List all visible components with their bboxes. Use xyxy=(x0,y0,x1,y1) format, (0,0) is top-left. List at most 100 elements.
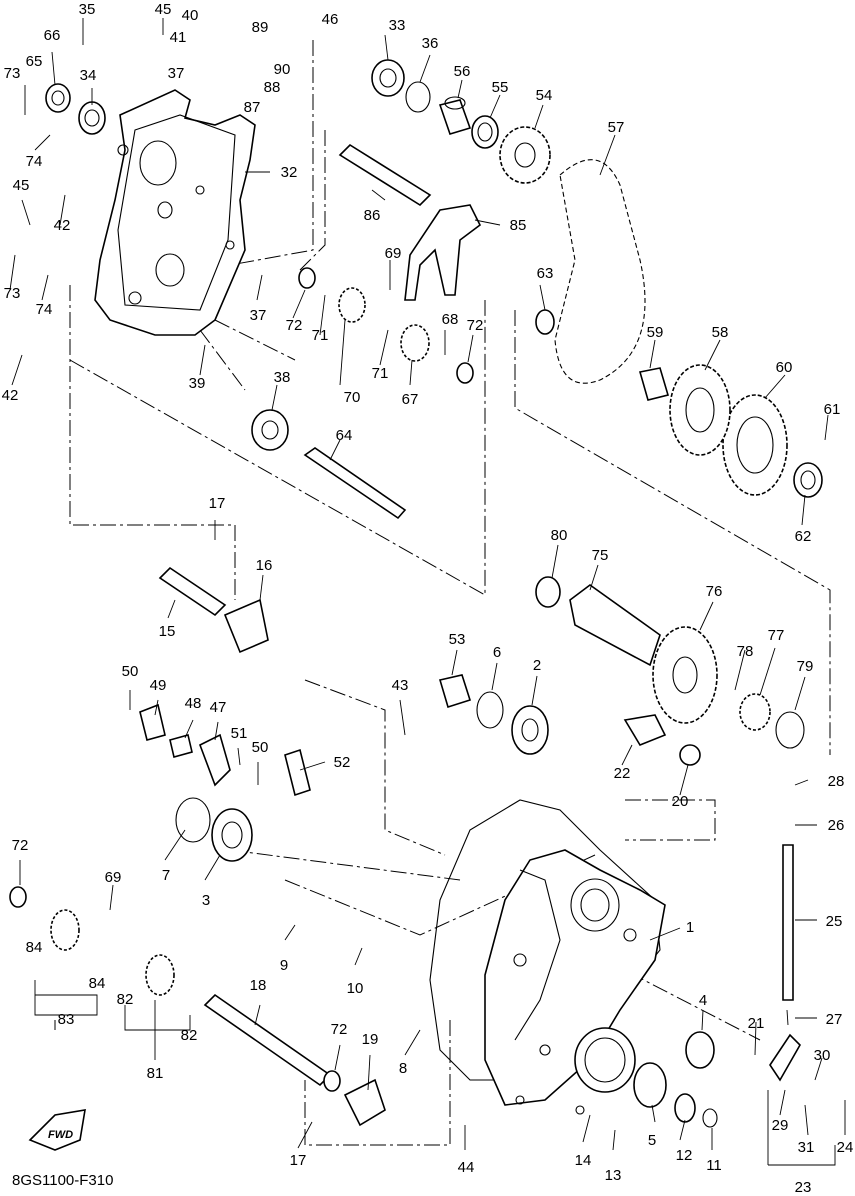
washer-72-mid xyxy=(456,362,474,384)
circlip-79 xyxy=(775,711,805,749)
callout-2: 2 xyxy=(533,657,541,674)
callout-52: 52 xyxy=(334,754,351,771)
callout-42-bottom: 42 xyxy=(2,387,19,404)
part-22 xyxy=(623,714,667,746)
callout-8: 8 xyxy=(399,1060,407,1077)
bearing-38 xyxy=(251,409,289,451)
callout-28: 28 xyxy=(828,773,845,790)
callout-62: 62 xyxy=(795,528,812,545)
callout-73-top: 73 xyxy=(4,65,21,82)
callout-19: 19 xyxy=(362,1031,379,1048)
callout-54: 54 xyxy=(536,87,553,104)
bearing-3 xyxy=(211,808,253,862)
shaft-86 xyxy=(338,143,432,207)
callout-48: 48 xyxy=(185,695,202,712)
callout-88: 88 xyxy=(264,79,281,96)
callout-43: 43 xyxy=(392,677,409,694)
callout-75: 75 xyxy=(592,547,609,564)
callout-49: 49 xyxy=(150,677,167,694)
callout-83: 83 xyxy=(58,1011,75,1028)
shift-fork-85 xyxy=(404,204,482,301)
callout-33: 33 xyxy=(389,17,406,34)
bearing-80 xyxy=(535,576,561,608)
callout-6: 6 xyxy=(493,644,501,661)
callout-27: 27 xyxy=(826,1011,843,1028)
callout-72-d: 72 xyxy=(331,1021,348,1038)
callout-90: 90 xyxy=(274,61,291,78)
callout-9: 9 xyxy=(280,957,288,974)
gear-60 xyxy=(722,394,788,496)
callout-35: 35 xyxy=(79,1,96,18)
callout-57: 57 xyxy=(608,119,625,136)
callout-71-a: 71 xyxy=(312,327,329,344)
left-case-cover xyxy=(94,89,256,336)
callout-12: 12 xyxy=(676,1147,693,1164)
callout-69-top: 69 xyxy=(385,245,402,262)
callout-23: 23 xyxy=(795,1179,812,1196)
callout-77: 77 xyxy=(768,627,785,644)
callout-66: 66 xyxy=(44,27,61,44)
callout-68: 68 xyxy=(442,311,459,328)
gear-76 xyxy=(652,626,718,724)
callout-58: 58 xyxy=(712,324,729,341)
callout-45-top: 45 xyxy=(155,1,172,18)
parts-artwork: FWD xyxy=(9,59,823,1151)
callout-24: 24 xyxy=(837,1139,854,1156)
oil-seal-5 xyxy=(633,1062,667,1108)
callout-86: 86 xyxy=(364,207,381,224)
callout-81: 81 xyxy=(147,1065,164,1082)
callout-36: 36 xyxy=(422,35,439,52)
collar-65 xyxy=(45,83,71,113)
callout-76: 76 xyxy=(706,583,723,600)
callout-3: 3 xyxy=(202,892,210,909)
collar-53 xyxy=(438,674,472,709)
callout-69-bottom: 69 xyxy=(105,869,122,886)
callout-37-top: 37 xyxy=(168,65,185,82)
callout-65: 65 xyxy=(26,53,43,70)
callout-80: 80 xyxy=(551,527,568,544)
circlip-6 xyxy=(476,691,504,729)
callout-32: 32 xyxy=(281,164,298,181)
callout-44: 44 xyxy=(458,1159,475,1176)
part-48 xyxy=(169,734,193,758)
callout-20: 20 xyxy=(672,793,689,810)
callout-46: 46 xyxy=(322,11,339,28)
callout-31: 31 xyxy=(798,1139,815,1156)
callout-72-c: 72 xyxy=(12,837,29,854)
callout-18: 18 xyxy=(250,977,267,994)
callout-67: 67 xyxy=(402,391,419,408)
circlip-7 xyxy=(175,797,211,843)
callout-1: 1 xyxy=(686,919,694,936)
washer-72-lower xyxy=(323,1070,341,1092)
callout-26: 26 xyxy=(828,817,845,834)
washer-55 xyxy=(471,115,499,149)
callout-40: 40 xyxy=(182,7,199,24)
oil-seal-34 xyxy=(78,101,106,135)
shaft-18 xyxy=(203,993,332,1087)
callout-89: 89 xyxy=(252,19,269,36)
washer-72-bottom xyxy=(9,886,27,908)
gear-58 xyxy=(669,364,731,456)
circlip-36 xyxy=(405,81,431,113)
callout-34: 34 xyxy=(80,67,97,84)
gear-77 xyxy=(739,693,771,731)
plate-16 xyxy=(223,598,269,654)
callout-7: 7 xyxy=(162,867,170,884)
callout-45-mid: 45 xyxy=(13,177,30,194)
leader-lines xyxy=(9,18,846,1166)
oil-seal-4 xyxy=(685,1031,715,1069)
callout-73-mid: 73 xyxy=(4,285,21,302)
callout-84-b: 84 xyxy=(89,975,106,992)
callout-50-b: 50 xyxy=(252,739,269,756)
callout-56: 56 xyxy=(454,63,471,80)
callout-4: 4 xyxy=(699,992,707,1009)
callout-39: 39 xyxy=(189,375,206,392)
callout-15: 15 xyxy=(159,623,176,640)
callout-22: 22 xyxy=(614,765,631,782)
circlip-11 xyxy=(702,1108,718,1128)
rod-25 xyxy=(782,844,794,1001)
callout-61: 61 xyxy=(824,401,841,418)
callout-50-a: 50 xyxy=(122,663,139,680)
